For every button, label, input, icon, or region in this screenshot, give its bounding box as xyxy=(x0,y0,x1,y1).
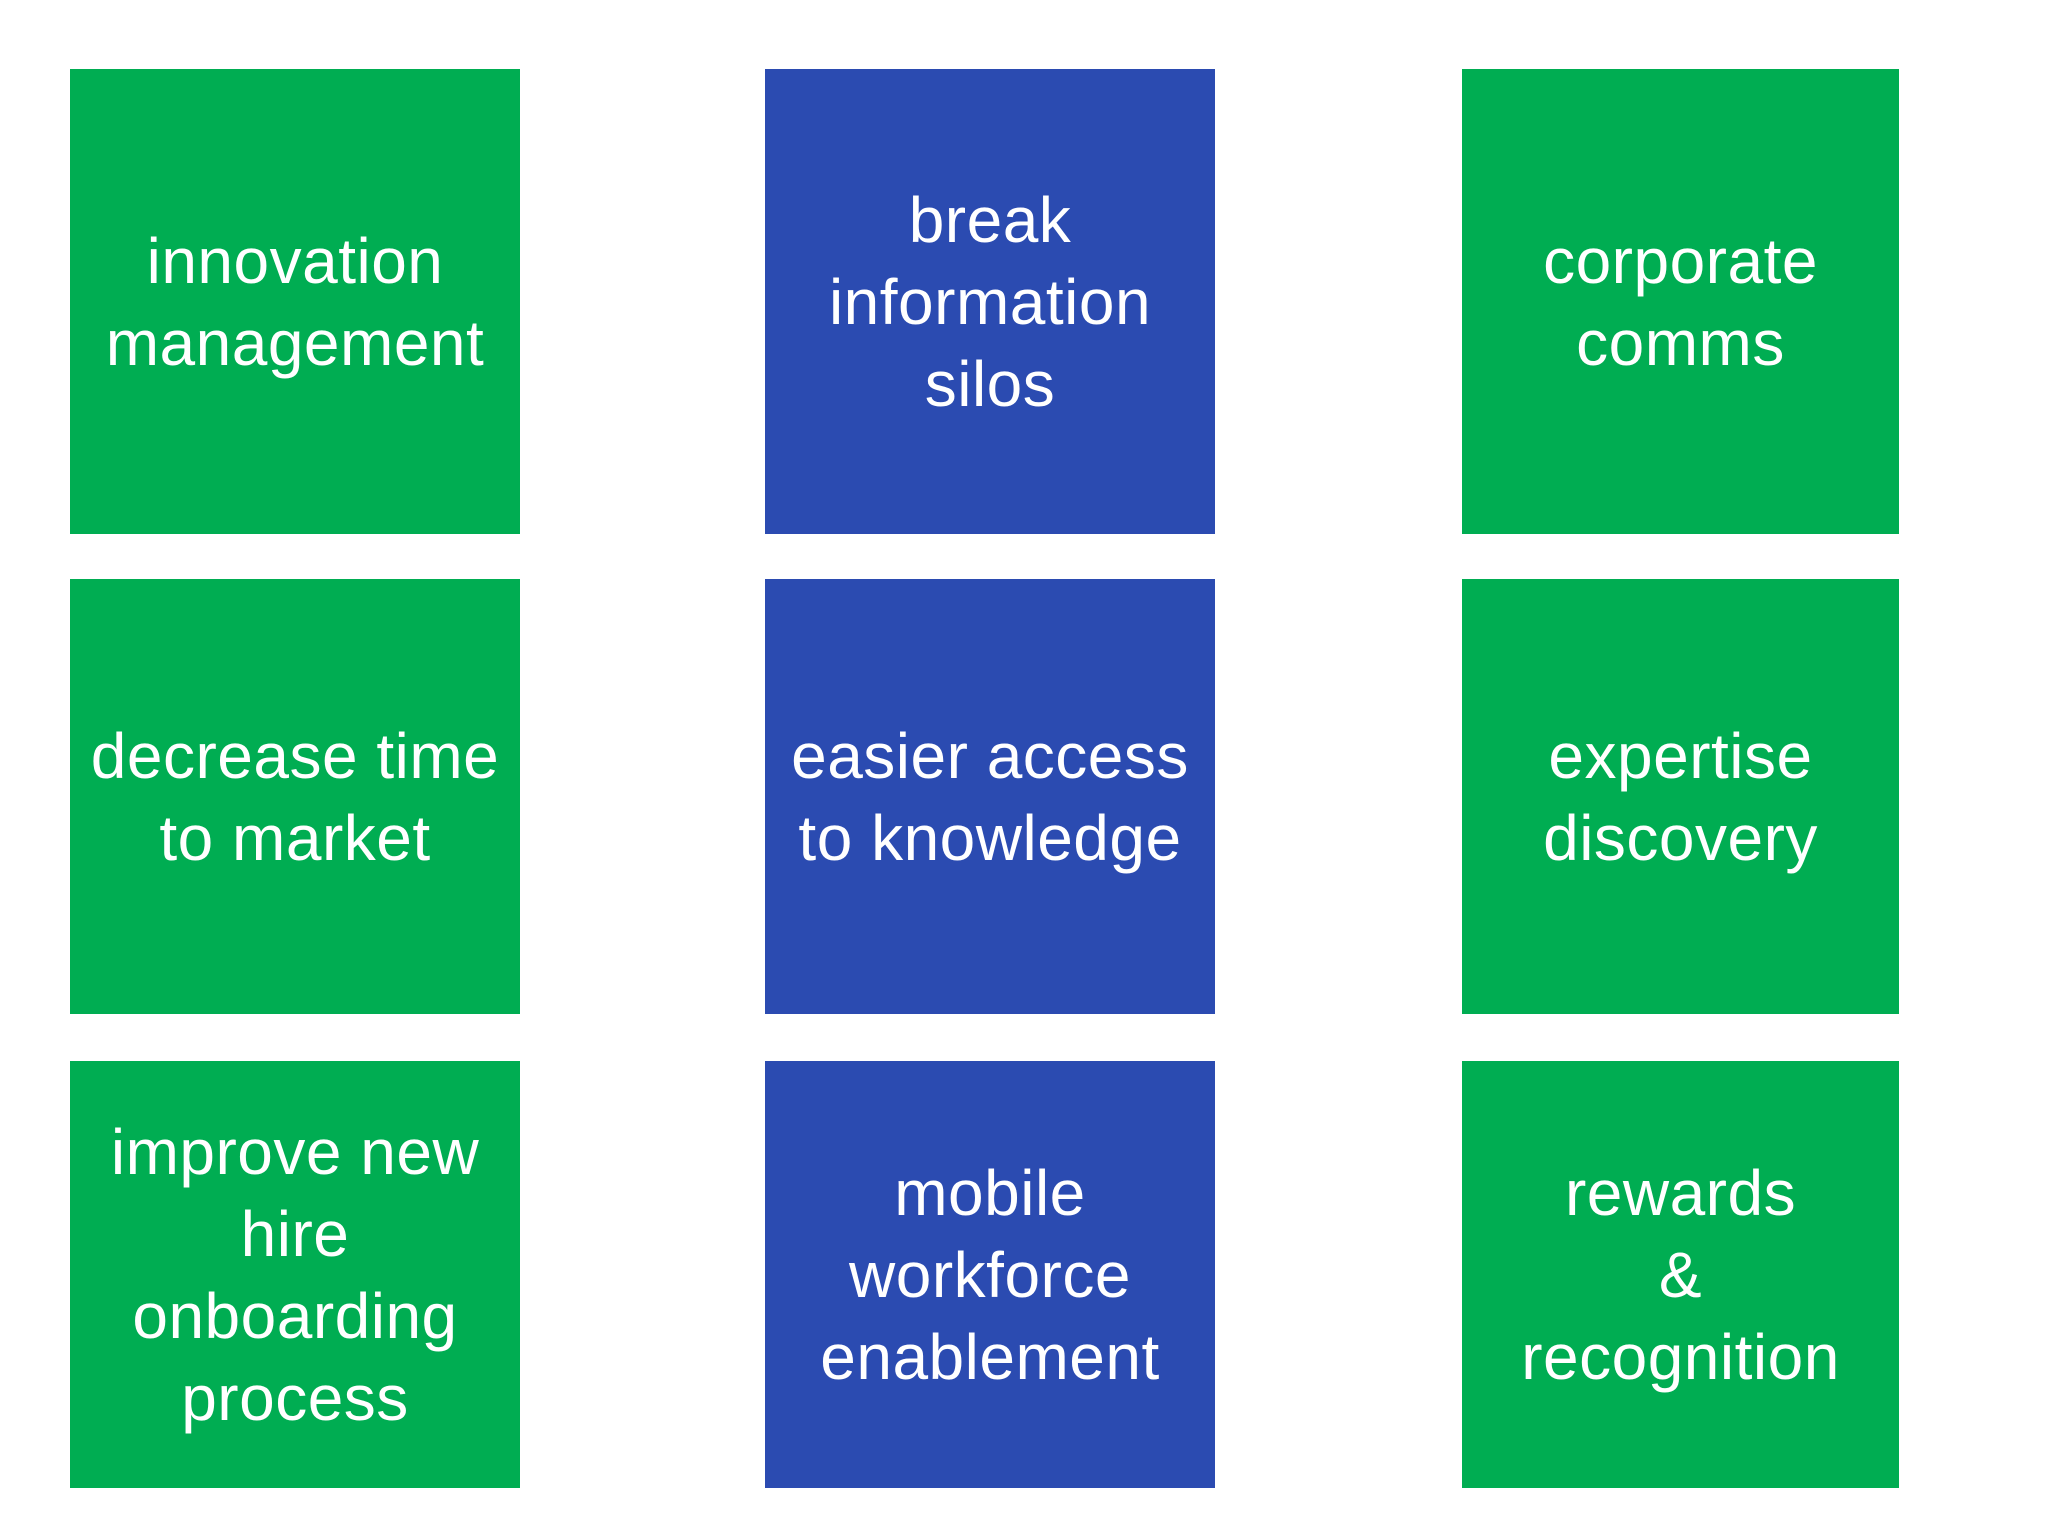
tile-rewards-and-recognition: rewards & recognition xyxy=(1462,1061,1899,1488)
tile-mobile-workforce-enablement: mobile workforce enablement xyxy=(765,1061,1215,1488)
tile-decrease-time-to-market: decrease time to market xyxy=(70,579,520,1014)
tile-label: rewards & recognition xyxy=(1521,1156,1840,1393)
tile-label: easier access to knowledge xyxy=(791,719,1189,874)
tile-corporate-comms: corporate comms xyxy=(1462,69,1899,534)
tile-label: improve new hire onboarding process xyxy=(110,1115,480,1434)
tile-expertise-discovery: expertise discovery xyxy=(1462,579,1899,1014)
tile-break-information-silos: break information silos xyxy=(765,69,1215,534)
tile-label: decrease time to market xyxy=(90,719,500,874)
tile-label: innovation management xyxy=(105,224,485,379)
tile-easier-access-to-knowledge: easier access to knowledge xyxy=(765,579,1215,1014)
tile-label: corporate comms xyxy=(1543,224,1818,379)
tile-label: expertise discovery xyxy=(1543,719,1818,874)
tile-innovation-management: innovation management xyxy=(70,69,520,534)
tile-label: break information silos xyxy=(828,183,1152,420)
tile-label: mobile workforce enablement xyxy=(820,1156,1160,1393)
tile-improve-new-hire-onboarding: improve new hire onboarding process xyxy=(70,1061,520,1488)
